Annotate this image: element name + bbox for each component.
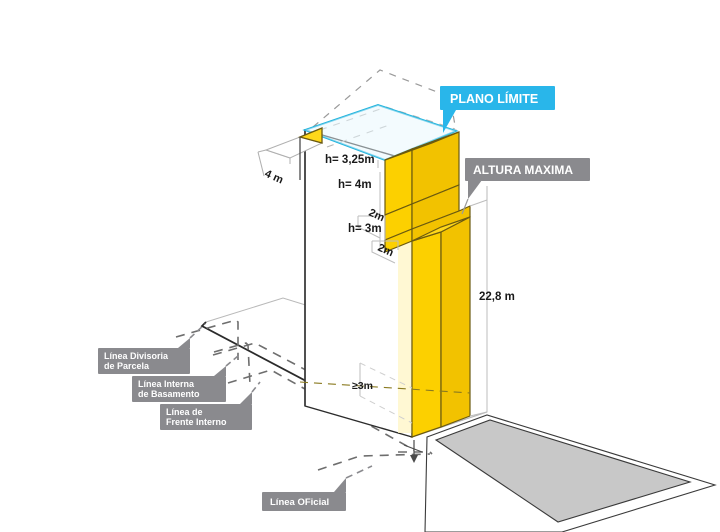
plano-limite-dashed-outline — [312, 69, 457, 132]
sidewalk-pavement — [434, 419, 692, 523]
badge-plano-limite-label: PLANO LÍMITE — [450, 91, 538, 106]
badge-leader-group — [178, 110, 482, 492]
dim-3m-min-diagonal-top — [359, 362, 413, 389]
column-hidden-dash — [299, 381, 471, 394]
badge-linea-interna-bg — [132, 376, 226, 402]
dim-label-h4: h= 4m — [338, 179, 372, 191]
badge-altura-maxima-label: ALTURA MAXIMA — [473, 163, 573, 177]
plano-limite-dashed-inner — [319, 106, 456, 131]
dim-228m-bottom-tick — [469, 411, 488, 417]
badge-linea-oficial-bg — [262, 492, 346, 511]
linea-interna-basamento-dashes — [175, 319, 239, 360]
dimension-lines-group — [257, 149, 488, 424]
badge-linea-oficial[interactable]: Línea OFicial — [262, 492, 346, 511]
step1-top-face — [384, 131, 460, 161]
dim-2m-upper-guide — [358, 215, 386, 240]
badge-linea-interna-line2: de Basamento — [138, 389, 200, 399]
column-front-face — [411, 231, 442, 438]
badge-linea-divisoria-line1: Línea Divisoria — [104, 351, 169, 361]
dim-label-4m: 4 m — [263, 168, 285, 187]
dim-label-h325: h= 3,25m — [325, 154, 375, 166]
setback-yellow-wedge — [297, 127, 323, 144]
linea-interna-leader-line — [225, 355, 239, 367]
badge-linea-frente-bg — [160, 404, 252, 430]
badge-linea-divisoria-line2: de Parcela — [104, 361, 150, 371]
plano-limite-leader — [443, 110, 456, 133]
dim-228m-guide — [469, 199, 488, 412]
dim-2m-lower-guide — [372, 240, 399, 250]
badge-linea-interna-line1: Línea Interna — [138, 379, 195, 389]
badge-plano-limite-bg — [440, 86, 555, 110]
linea-oficial-leader-line — [345, 465, 373, 479]
badge-linea-oficial-label: Línea OFicial — [270, 497, 329, 508]
linea-frente-leader-line — [251, 381, 261, 393]
dim-2m-upper-edge — [357, 216, 381, 239]
badge-plano-limite[interactable]: PLANO LÍMITE — [440, 86, 555, 110]
linea-oficial-corner — [398, 451, 433, 455]
badge-altura-maxima-bg — [465, 158, 590, 181]
badge-linea-interna-basamento[interactable]: Línea Interna de Basamento — [132, 376, 226, 402]
dimension-text-group: 4 m h= 3,25m h= 4m 2m h= 3m 2m 22,8 m ≥3… — [263, 154, 515, 392]
altura-maxima-leader — [468, 180, 482, 199]
dim-label-2m-lower: 2m — [376, 242, 396, 260]
altura-maxima-leader-line — [461, 198, 469, 215]
yellow-stepped-envelope — [299, 131, 471, 438]
base-arrow-head — [410, 455, 418, 463]
linea-divisoria-leader-line — [189, 323, 206, 339]
linea-frente-interno-dashes — [213, 342, 251, 386]
badge-linea-frente-line2: Frente Interno — [166, 417, 227, 427]
badge-linea-frente-interno[interactable]: Línea de Frente Interno — [160, 404, 252, 430]
dim-4m-tick — [257, 151, 265, 177]
linea-interna-leader — [214, 366, 226, 376]
step3-right-face-upper — [411, 205, 471, 242]
badge-linea-frente-line1: Línea de — [166, 407, 203, 417]
base-marker-cross — [403, 444, 423, 453]
dim-3m-min-diagonal — [359, 395, 413, 424]
dim-label-2m-upper: 2m — [367, 207, 387, 225]
sidewalk-group — [424, 414, 717, 532]
linea-frente-leader — [240, 392, 252, 404]
linea-divisoria-leader — [178, 338, 190, 348]
badge-linea-divisoria-bg — [98, 348, 190, 374]
dim-label-h3: h= 3m — [348, 223, 382, 235]
linea-oficial-leader — [334, 478, 346, 492]
dim-2m-lower-edge — [371, 241, 396, 264]
column-top-cap — [411, 216, 471, 242]
dim-label-min-setback: ≥3m — [352, 380, 373, 392]
column-right-face — [440, 216, 471, 428]
badge-linea-divisoria[interactable]: Línea Divisoria de Parcela — [98, 348, 190, 374]
dim-label-total-height: 22,8 m — [479, 291, 515, 303]
badge-altura-maxima[interactable]: ALTURA MAXIMA — [465, 158, 590, 181]
dim-4m-bracket — [257, 149, 291, 164]
